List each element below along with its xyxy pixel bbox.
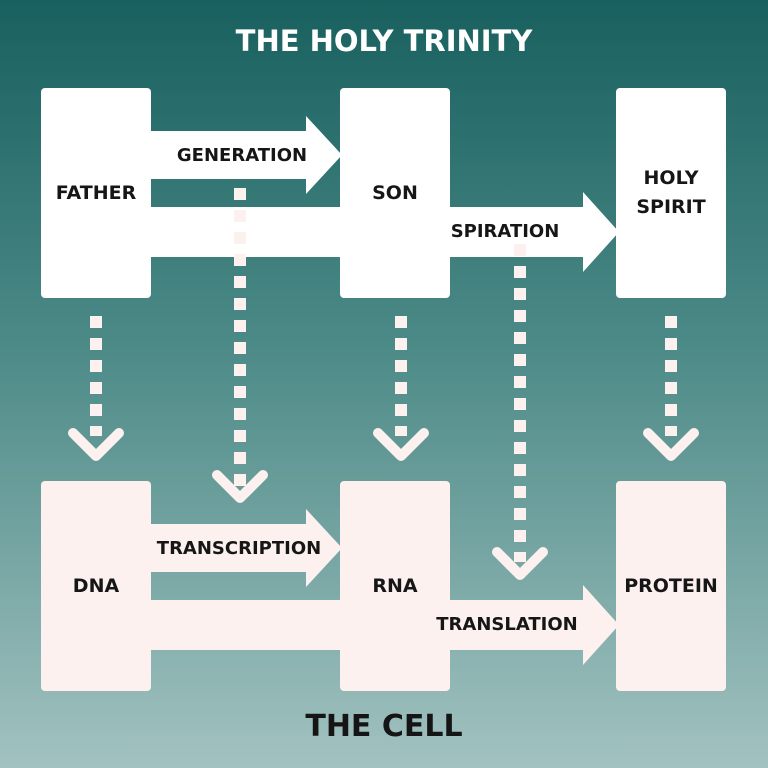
translation-label: TRANSLATION (436, 614, 578, 635)
rna-label: RNA (372, 575, 418, 597)
chevron-down-icon (373, 428, 429, 461)
son-label: SON (372, 182, 418, 204)
chevron-down-icon (68, 428, 124, 461)
the-cell-title: THE CELL (305, 709, 463, 744)
chevron-down-icon (212, 470, 268, 503)
holy-spirit-box: HOLY SPIRIT (616, 88, 726, 298)
dna-box: DNA (41, 481, 151, 691)
protein-box: PROTEIN (616, 481, 726, 691)
rna-box: RNA (340, 481, 450, 691)
protein-label: PROTEIN (624, 575, 718, 597)
generation-label: GENERATION (176, 145, 308, 166)
dna-label: DNA (72, 575, 120, 597)
chevron-down-icon (643, 428, 699, 461)
transcription-arrow (150, 509, 342, 587)
transcription-label: TRANSCRIPTION (156, 538, 322, 559)
spiration-label: SPIRATION (450, 221, 560, 242)
holy-trinity-title: THE HOLY TRINITY (235, 24, 533, 58)
holy-spirit-label-line2: SPIRIT (636, 196, 706, 218)
son-box: SON (340, 88, 450, 298)
father-box: FATHER (41, 88, 151, 298)
chevron-down-icon (492, 547, 548, 580)
father-label: FATHER (55, 182, 137, 204)
holy-spirit-label-line1: HOLY (643, 167, 699, 189)
generation-arrow (150, 116, 342, 194)
